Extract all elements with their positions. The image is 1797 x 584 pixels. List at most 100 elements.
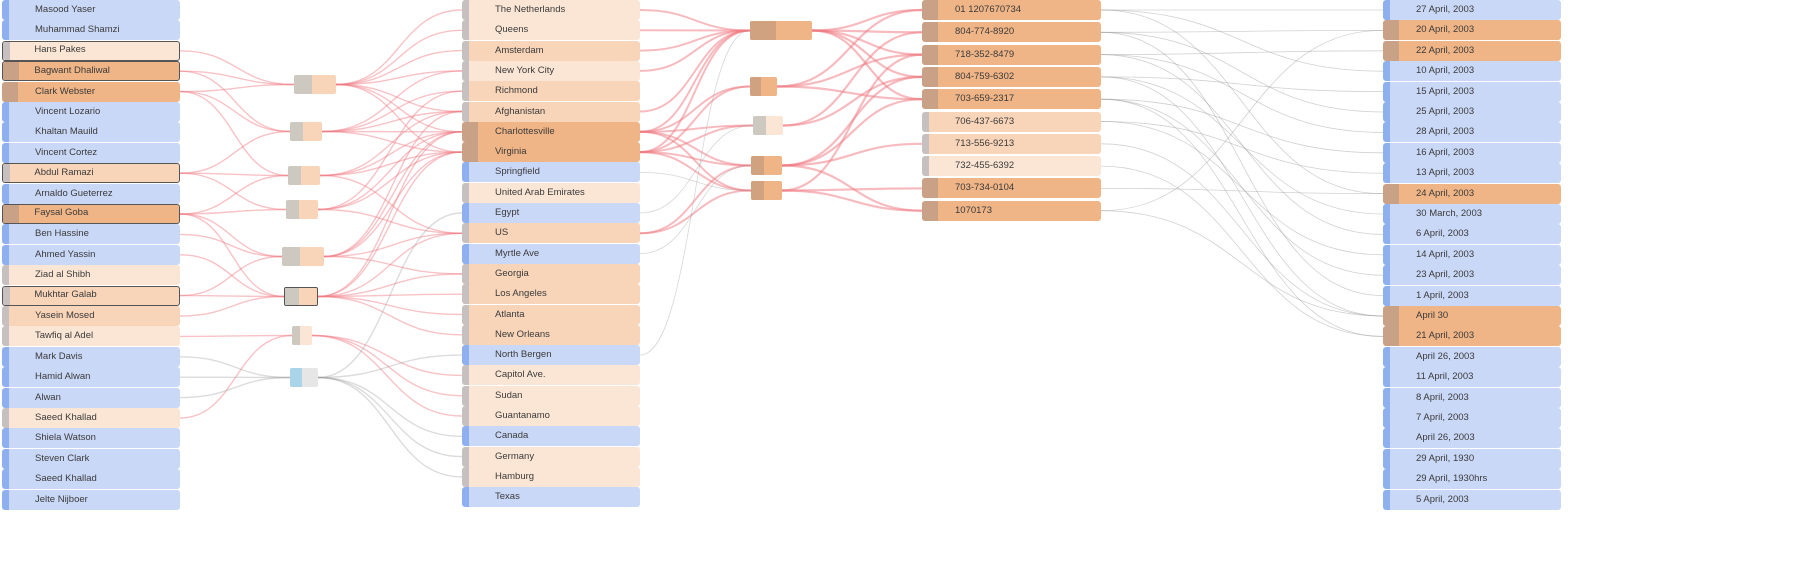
phone-node[interactable]: 703-659-2317 bbox=[922, 89, 1101, 110]
date-node[interactable]: 14 April, 2003 bbox=[1383, 244, 1561, 265]
person-node[interactable]: Alwan bbox=[2, 387, 180, 408]
date-node[interactable]: 7 April, 2003 bbox=[1383, 408, 1561, 428]
place-node[interactable]: Texas bbox=[462, 487, 640, 508]
cluster-a-box[interactable] bbox=[292, 326, 312, 345]
cluster-b-box[interactable] bbox=[753, 116, 783, 135]
node-marker bbox=[462, 162, 469, 183]
date-node[interactable]: 27 April, 2003 bbox=[1383, 0, 1561, 20]
place-node[interactable]: Afghanistan bbox=[462, 101, 640, 122]
place-node[interactable]: Canada bbox=[462, 426, 640, 447]
node-marker bbox=[462, 81, 469, 102]
phone-node[interactable]: 01 1207670734 bbox=[922, 0, 1101, 20]
person-node[interactable]: Jelte Nijboer bbox=[2, 489, 180, 510]
date-node[interactable]: 20 April, 2003 bbox=[1383, 20, 1561, 41]
person-node[interactable]: Shiela Watson bbox=[2, 428, 180, 449]
date-node[interactable]: 6 April, 2003 bbox=[1383, 224, 1561, 245]
date-node[interactable]: 29 April, 1930hrs bbox=[1383, 469, 1561, 490]
date-node[interactable]: 1 April, 2003 bbox=[1383, 285, 1561, 306]
phone-node[interactable]: 718-352-8479 bbox=[922, 44, 1101, 65]
cluster-a-box[interactable] bbox=[290, 368, 318, 387]
person-node[interactable]: Ahmed Yassin bbox=[2, 244, 180, 265]
place-node[interactable]: Myrtle Ave bbox=[462, 243, 640, 264]
cluster-a-box[interactable] bbox=[294, 75, 336, 94]
person-node[interactable]: Muhammad Shamzi bbox=[2, 20, 180, 41]
place-node[interactable]: Amsterdam bbox=[462, 40, 640, 61]
date-node[interactable]: 24 April, 2003 bbox=[1383, 183, 1561, 204]
date-node[interactable]: April 26, 2003 bbox=[1383, 346, 1561, 367]
person-node[interactable]: Arnaldo Gueterrez bbox=[2, 183, 180, 204]
place-node[interactable]: Georgia bbox=[462, 263, 640, 284]
cluster-a-box[interactable] bbox=[282, 247, 324, 266]
place-node[interactable]: Hamburg bbox=[462, 466, 640, 487]
place-node[interactable]: Sudan bbox=[462, 385, 640, 406]
phone-node[interactable]: 804-759-6302 bbox=[922, 66, 1101, 87]
cluster-a-box[interactable] bbox=[286, 200, 318, 219]
date-node[interactable]: 10 April, 2003 bbox=[1383, 61, 1561, 82]
cluster-b-box[interactable] bbox=[750, 77, 777, 96]
cluster-a-box[interactable] bbox=[284, 287, 318, 306]
person-node[interactable]: Faysal Goba bbox=[2, 204, 180, 224]
phone-node[interactable]: 703-734-0104 bbox=[922, 178, 1101, 199]
phone-node[interactable]: 804-774-8920 bbox=[922, 22, 1101, 43]
cluster-b-box[interactable] bbox=[751, 181, 782, 200]
date-node[interactable]: 23 April, 2003 bbox=[1383, 265, 1561, 286]
person-node[interactable]: Ben Hassine bbox=[2, 224, 180, 245]
place-node[interactable]: Atlanta bbox=[462, 304, 640, 325]
person-node[interactable]: Hamid Alwan bbox=[2, 367, 180, 388]
place-node[interactable]: New Orleans bbox=[462, 324, 640, 345]
place-node[interactable]: Springfield bbox=[462, 162, 640, 183]
date-node[interactable]: 21 April, 2003 bbox=[1383, 326, 1561, 347]
date-node[interactable]: 22 April, 2003 bbox=[1383, 40, 1561, 61]
date-node[interactable]: 15 April, 2003 bbox=[1383, 81, 1561, 102]
place-node[interactable]: Richmond bbox=[462, 81, 640, 102]
date-node[interactable]: April 26, 2003 bbox=[1383, 428, 1561, 449]
place-node[interactable]: Guantanamo bbox=[462, 406, 640, 426]
person-node[interactable]: Mukhtar Galab bbox=[2, 285, 180, 306]
person-node[interactable]: Steven Clark bbox=[2, 448, 180, 469]
date-node[interactable]: April 30 bbox=[1383, 306, 1561, 326]
date-node[interactable]: 5 April, 2003 bbox=[1383, 489, 1561, 510]
date-node[interactable]: 13 April, 2003 bbox=[1383, 163, 1561, 184]
date-node[interactable]: 30 March, 2003 bbox=[1383, 204, 1561, 224]
phone-node[interactable]: 732-455-6392 bbox=[922, 156, 1101, 177]
person-node[interactable]: Ziad al Shibh bbox=[2, 265, 180, 286]
place-node[interactable]: Germany bbox=[462, 446, 640, 467]
date-node[interactable]: 25 April, 2003 bbox=[1383, 102, 1561, 122]
cluster-a-box[interactable] bbox=[288, 166, 320, 185]
date-node[interactable]: 11 April, 2003 bbox=[1383, 367, 1561, 388]
person-node[interactable]: Hans Pakes bbox=[2, 40, 180, 61]
date-node[interactable]: 16 April, 2003 bbox=[1383, 142, 1561, 163]
place-node[interactable]: US bbox=[462, 223, 640, 244]
place-node[interactable]: North Bergen bbox=[462, 345, 640, 366]
place-node[interactable]: Los Angeles bbox=[462, 284, 640, 305]
place-node[interactable]: Virginia bbox=[462, 142, 640, 163]
person-node[interactable]: Saeed Khallad bbox=[2, 408, 180, 428]
person-node[interactable]: Tawfiq al Adel bbox=[2, 326, 180, 347]
person-node[interactable]: Vincent Lozario bbox=[2, 102, 180, 122]
cluster-a-box[interactable] bbox=[290, 122, 322, 141]
phone-node[interactable]: 706-437-6673 bbox=[922, 111, 1101, 132]
person-node[interactable]: Masood Yaser bbox=[2, 0, 180, 20]
person-node[interactable]: Vincent Cortez bbox=[2, 142, 180, 163]
cluster-b-box[interactable] bbox=[751, 156, 782, 175]
person-node[interactable]: Khaltan Mauild bbox=[2, 122, 180, 143]
place-node[interactable]: United Arab Emirates bbox=[462, 182, 640, 203]
person-node[interactable]: Mark Davis bbox=[2, 346, 180, 367]
place-node[interactable]: The Netherlands bbox=[462, 0, 640, 20]
place-node[interactable]: Egypt bbox=[462, 203, 640, 223]
person-node[interactable]: Saeed Khallad bbox=[2, 469, 180, 490]
person-node[interactable]: Yasein Mosed bbox=[2, 306, 180, 326]
place-node[interactable]: New York City bbox=[462, 60, 640, 81]
person-node[interactable]: Bagwant Dhaliwal bbox=[2, 61, 180, 82]
place-node[interactable]: Charlottesville bbox=[462, 121, 640, 142]
phone-node[interactable]: 1070173 bbox=[922, 200, 1101, 221]
cluster-b-box[interactable] bbox=[750, 21, 812, 40]
date-node[interactable]: 29 April, 1930 bbox=[1383, 448, 1561, 469]
place-node[interactable]: Capitol Ave. bbox=[462, 365, 640, 386]
phone-node[interactable]: 713-556-9213 bbox=[922, 133, 1101, 154]
place-node[interactable]: Queens bbox=[462, 20, 640, 41]
person-node[interactable]: Abdul Ramazi bbox=[2, 163, 180, 184]
date-node[interactable]: 28 April, 2003 bbox=[1383, 122, 1561, 143]
person-node[interactable]: Clark Webster bbox=[2, 81, 180, 102]
date-node[interactable]: 8 April, 2003 bbox=[1383, 387, 1561, 408]
